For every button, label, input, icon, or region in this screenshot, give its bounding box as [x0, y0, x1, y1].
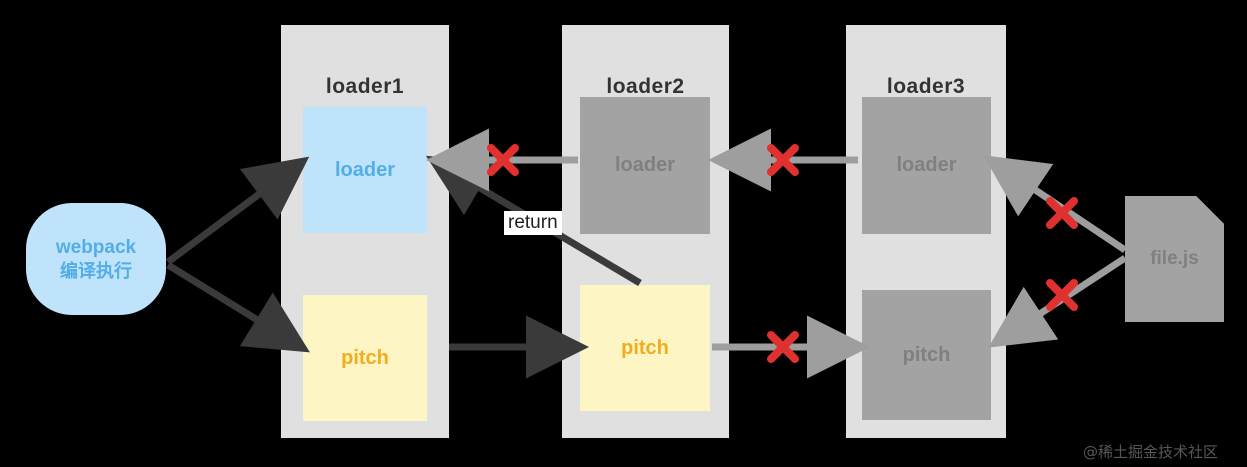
loader1-pitch-box[interactable]: pitch: [303, 295, 427, 421]
loader2-loader-box[interactable]: loader: [580, 97, 710, 234]
webpack-source-node[interactable]: webpack 编译执行: [26, 203, 166, 315]
return-annotation-label: return: [504, 211, 562, 235]
loader3-pitch-box[interactable]: pitch: [862, 290, 991, 420]
x-mark-filejs-to-pitch3: [1046, 279, 1078, 311]
x-mark-loader2-to-loader1: [487, 144, 519, 176]
x-mark-loader3-to-loader2: [767, 144, 799, 176]
loader1-loader-box[interactable]: loader: [303, 107, 427, 233]
column-loader1: loader1 loader pitch: [281, 25, 449, 438]
arrow-filejs-to-loader3-pitch: [988, 255, 1127, 348]
column-title-loader2: loader2: [606, 75, 685, 98]
webpack-label-en: webpack: [55, 236, 137, 258]
arrow-webpack-to-loader1-pitch: [166, 262, 310, 353]
column-title-loader1: loader1: [325, 75, 405, 98]
x-mark-pitch2-to-pitch3: [767, 331, 799, 363]
column-loader2: loader2 loader pitch: [562, 25, 729, 438]
loader3-loader-box[interactable]: loader: [862, 97, 991, 234]
x-mark-filejs-to-loader3: [1046, 197, 1078, 229]
arrow-filejs-to-loader3-loader: [983, 155, 1127, 253]
file-js-node[interactable]: file.js: [1125, 196, 1224, 322]
arrow-webpack-to-loader1-loader: [165, 156, 310, 265]
webpack-label-zh: 编译执行: [60, 260, 132, 281]
loader2-pitch-box[interactable]: pitch: [580, 285, 710, 411]
watermark: @稀土掘金技术社区: [1083, 443, 1219, 461]
column-title-loader3: loader3: [886, 75, 966, 98]
column-loader3: loader3 loader pitch: [846, 25, 1006, 438]
file-js-label: file.js: [1150, 248, 1199, 269]
